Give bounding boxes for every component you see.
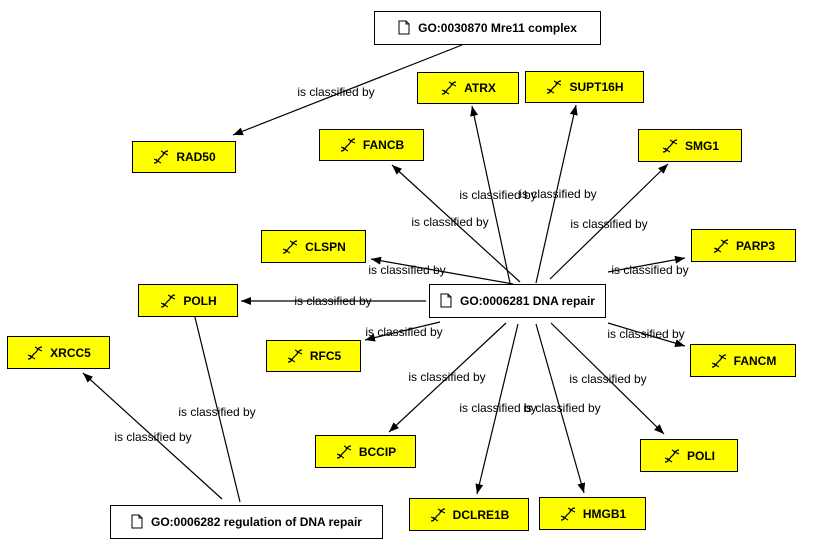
- node-label: GO:0006282 regulation of DNA repair: [151, 515, 362, 529]
- edge-label: is classified by: [297, 85, 375, 99]
- node-gene-hmgb1[interactable]: HMGB1: [539, 497, 646, 530]
- node-label: GO:0030870 Mre11 complex: [418, 21, 577, 35]
- edge-arrow: [607, 255, 686, 273]
- edge-label: is classified by: [570, 217, 648, 231]
- dna-icon: [545, 79, 563, 95]
- edge-label: is classified by: [607, 327, 685, 341]
- node-label: CLSPN: [305, 239, 346, 254]
- edge-arrow: [475, 323, 519, 495]
- document-icon: [398, 20, 410, 36]
- node-label: FANCB: [362, 138, 405, 152]
- node-gene-clspn[interactable]: CLSPN: [261, 230, 366, 263]
- dna-icon: [286, 348, 304, 364]
- dna-icon: [710, 353, 728, 369]
- node-label: SMG1: [684, 138, 719, 153]
- edge-arrow: [535, 104, 578, 284]
- edge-label: is classified by: [519, 187, 597, 201]
- edge-arrow: [82, 372, 223, 500]
- edge-label: is classified by: [178, 405, 256, 419]
- node-gene-dclre1b[interactable]: DCLRE1B: [409, 498, 529, 531]
- node-gene-rad50[interactable]: RAD50: [132, 141, 236, 173]
- edge-arrow: [550, 322, 665, 435]
- dna-icon: [152, 149, 170, 165]
- node-gene-smg1[interactable]: SMG1: [638, 129, 742, 162]
- node-go-mre11-complex[interactable]: GO:0030870 Mre11 complex: [374, 11, 601, 45]
- node-label: ATRX: [464, 81, 496, 95]
- edge-arrow: [535, 323, 586, 494]
- dna-icon: [26, 345, 44, 361]
- node-gene-poli[interactable]: POLI: [640, 439, 738, 472]
- edge-label: is classified by: [611, 263, 689, 277]
- edge-arrow: [470, 105, 511, 284]
- edge-arrow: [607, 322, 686, 347]
- node-gene-bccip[interactable]: BCCIP: [315, 435, 416, 468]
- dna-icon: [559, 506, 577, 522]
- edge-label: is classified by: [459, 188, 537, 202]
- document-icon: [131, 514, 143, 530]
- dna-icon: [159, 293, 177, 309]
- edge-label: is classified by: [411, 215, 489, 229]
- node-go-dna-repair[interactable]: GO:0006281 DNA repair: [429, 284, 606, 318]
- edge-arrow: [232, 44, 463, 136]
- node-label: PARP3: [735, 238, 776, 253]
- node-label: SUPT16H: [569, 80, 624, 94]
- edge-arrow: [549, 163, 669, 280]
- edge-label: is classified by: [365, 325, 443, 339]
- node-label: GO:0006281 DNA repair: [460, 294, 595, 308]
- dna-icon: [335, 444, 353, 460]
- dna-icon: [281, 239, 299, 255]
- node-label: FANCM: [733, 353, 777, 368]
- node-label: XRCC5: [50, 345, 91, 360]
- edge-label: is classified by: [294, 294, 372, 308]
- node-label: POLH: [183, 293, 217, 308]
- node-go-regulation-of-dna-repair[interactable]: GO:0006282 regulation of DNA repair: [110, 505, 383, 539]
- node-gene-parp3[interactable]: PARP3: [691, 229, 796, 262]
- edge-label: is classified by: [368, 263, 446, 277]
- edge-arrow: [391, 164, 521, 283]
- node-label: RAD50: [176, 150, 216, 164]
- edge-label: is classified by: [523, 401, 601, 415]
- node-gene-atrx[interactable]: ATRX: [417, 72, 519, 104]
- node-label: HMGB1: [582, 506, 627, 521]
- node-gene-fancm[interactable]: FANCM: [690, 344, 796, 377]
- edge-arrow: [370, 256, 514, 285]
- node-label: DCLRE1B: [452, 507, 510, 522]
- node-label: POLI: [686, 448, 715, 463]
- node-gene-polh[interactable]: POLH: [138, 284, 238, 317]
- dna-icon: [712, 238, 730, 254]
- document-icon: [440, 293, 452, 309]
- edge-label: is classified by: [459, 401, 537, 415]
- edge-arrow: [364, 321, 441, 342]
- node-label: RFC5: [309, 349, 342, 363]
- node-label: BCCIP: [358, 444, 397, 459]
- edge-arrow: [190, 304, 241, 503]
- dna-icon: [339, 137, 357, 153]
- edge-label: is classified by: [569, 372, 647, 386]
- dna-icon: [440, 80, 458, 96]
- edge-arrow: [388, 322, 507, 433]
- node-gene-rfc5[interactable]: RFC5: [266, 340, 361, 372]
- edge-label: is classified by: [408, 370, 486, 384]
- node-gene-supt16h[interactable]: SUPT16H: [525, 71, 644, 103]
- node-gene-fancb[interactable]: FANCB: [319, 129, 424, 161]
- edge-label: is classified by: [114, 430, 192, 444]
- dna-icon: [429, 507, 447, 523]
- node-gene-xrcc5[interactable]: XRCC5: [7, 336, 110, 369]
- dna-icon: [661, 138, 679, 154]
- dna-icon: [663, 448, 681, 464]
